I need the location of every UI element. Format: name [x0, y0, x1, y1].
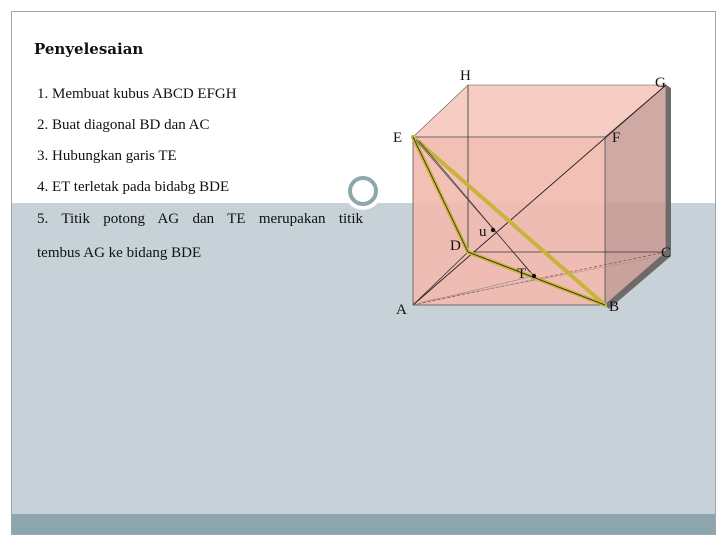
label-t: T: [517, 266, 526, 282]
slide-title: Penyelesaian: [34, 40, 144, 58]
label-u: u: [479, 224, 487, 240]
line-e-t-2: [418, 140, 531, 273]
footer-band: [12, 514, 715, 534]
line-a-t: [412, 275, 535, 306]
cube-bottom-shadow: [605, 252, 671, 309]
diagonal-ag: [412, 84, 667, 306]
label-g: G: [655, 75, 666, 91]
label-e: E: [393, 130, 402, 146]
label-h: H: [460, 68, 471, 84]
step-3: 3. Hubungkan garis TE: [37, 148, 177, 164]
step-1: 1. Membuat kubus ABCD EFGH: [37, 86, 237, 102]
circle-ornament-icon: [344, 172, 382, 210]
label-a: A: [396, 302, 407, 318]
label-c: C: [661, 245, 671, 261]
line-e-b-yellow: [411, 135, 607, 307]
label-d: D: [450, 238, 461, 254]
line-e-d: [412, 136, 469, 253]
ring-icon: [348, 176, 378, 206]
point-t: [531, 273, 537, 279]
step-2: 2. Buat diagonal BD dan AC: [37, 117, 210, 133]
diagonal-ac: [412, 251, 667, 306]
cube-right-shadow: [666, 85, 671, 256]
label-b: B: [609, 299, 619, 315]
step-5-line-1: 5. Titik potong AG dan TE merupakan titi…: [37, 211, 363, 227]
line-d-b: [467, 251, 606, 306]
step-5-line-2: tembus AG ke bidang BDE: [37, 245, 202, 261]
label-f: F: [612, 130, 620, 146]
step-4: 4. ET terletak pada bidabg BDE: [37, 179, 230, 195]
point-u: [490, 227, 496, 233]
edge-ad: [412, 251, 469, 306]
